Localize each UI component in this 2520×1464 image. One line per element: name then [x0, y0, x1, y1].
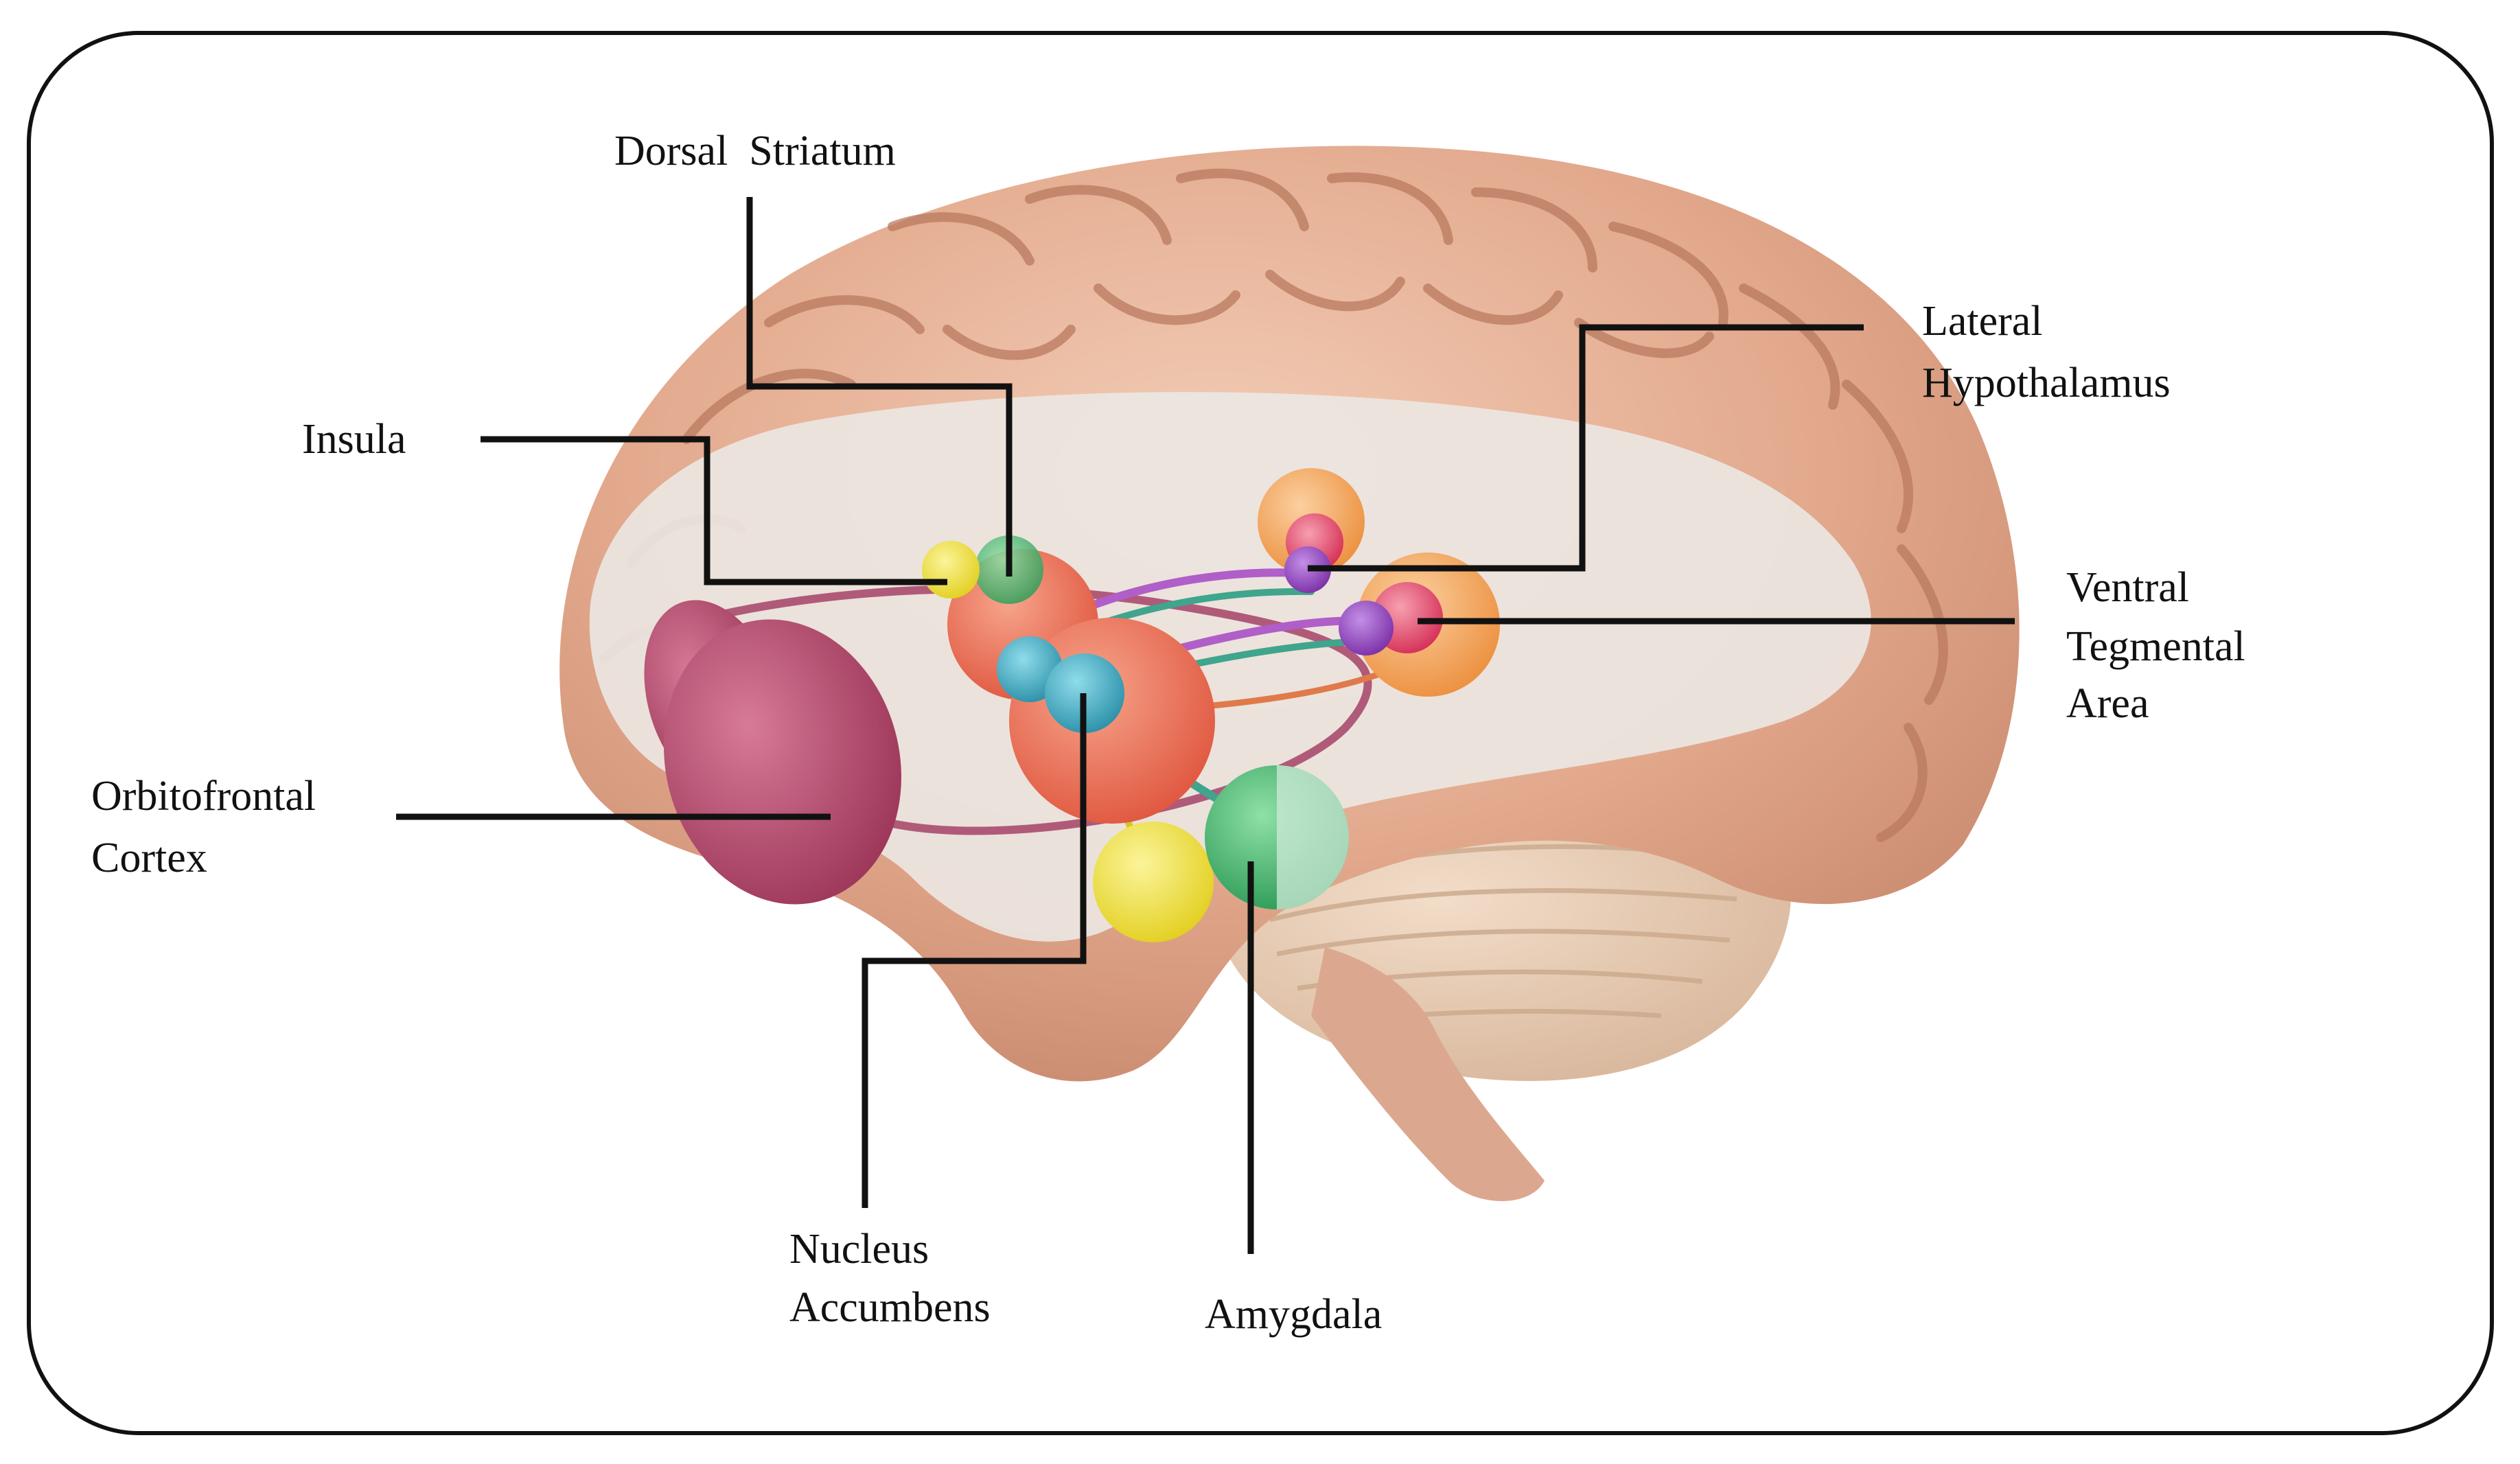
leader-dorsal-striatum: [746, 197, 1013, 577]
label-ventral-tegmental-3: Area: [2066, 680, 2149, 727]
label-dorsal-striatum: Dorsal Striatum: [614, 128, 896, 174]
label-lateral-hypothalamus-2: Hypothalamus: [1922, 360, 2171, 406]
label-amygdala: Amygdala: [1205, 1291, 1382, 1338]
ventral-tegmental-area: [1339, 601, 1394, 655]
brain-structures: [644, 468, 1500, 942]
label-ventral-tegmental-2: Tegmental: [2066, 623, 2245, 670]
insula-node: [922, 541, 980, 599]
amygdala-highlight: [1277, 765, 1349, 909]
label-nucleus-accumbens-2: Accumbens: [789, 1284, 991, 1331]
orbitofrontal-cortex: [664, 619, 901, 905]
label-orbitofrontal-2: Cortex: [91, 835, 207, 881]
leader-insula: [481, 436, 947, 585]
label-lateral-hypothalamus-1: Lateral: [1922, 298, 2043, 345]
leader-lines: [396, 197, 2015, 1254]
label-nucleus-accumbens-1: Nucleus: [789, 1226, 929, 1273]
label-orbitofrontal-1: Orbitofrontal: [91, 773, 316, 820]
leader-lateral-hypothalamus: [1308, 324, 1864, 572]
brainstem: [1311, 947, 1545, 1201]
label-ventral-tegmental-1: Ventral: [2066, 564, 2189, 611]
label-insula: Insula: [302, 416, 406, 463]
brain-illustration: [559, 146, 2020, 1201]
inner-cutaway: [589, 392, 1871, 942]
yellow-node: [1093, 822, 1214, 942]
leader-nucleus-accumbens: [862, 693, 1087, 1208]
labels: Dorsal Striatum Insula Lateral Hypothala…: [91, 128, 2245, 1338]
